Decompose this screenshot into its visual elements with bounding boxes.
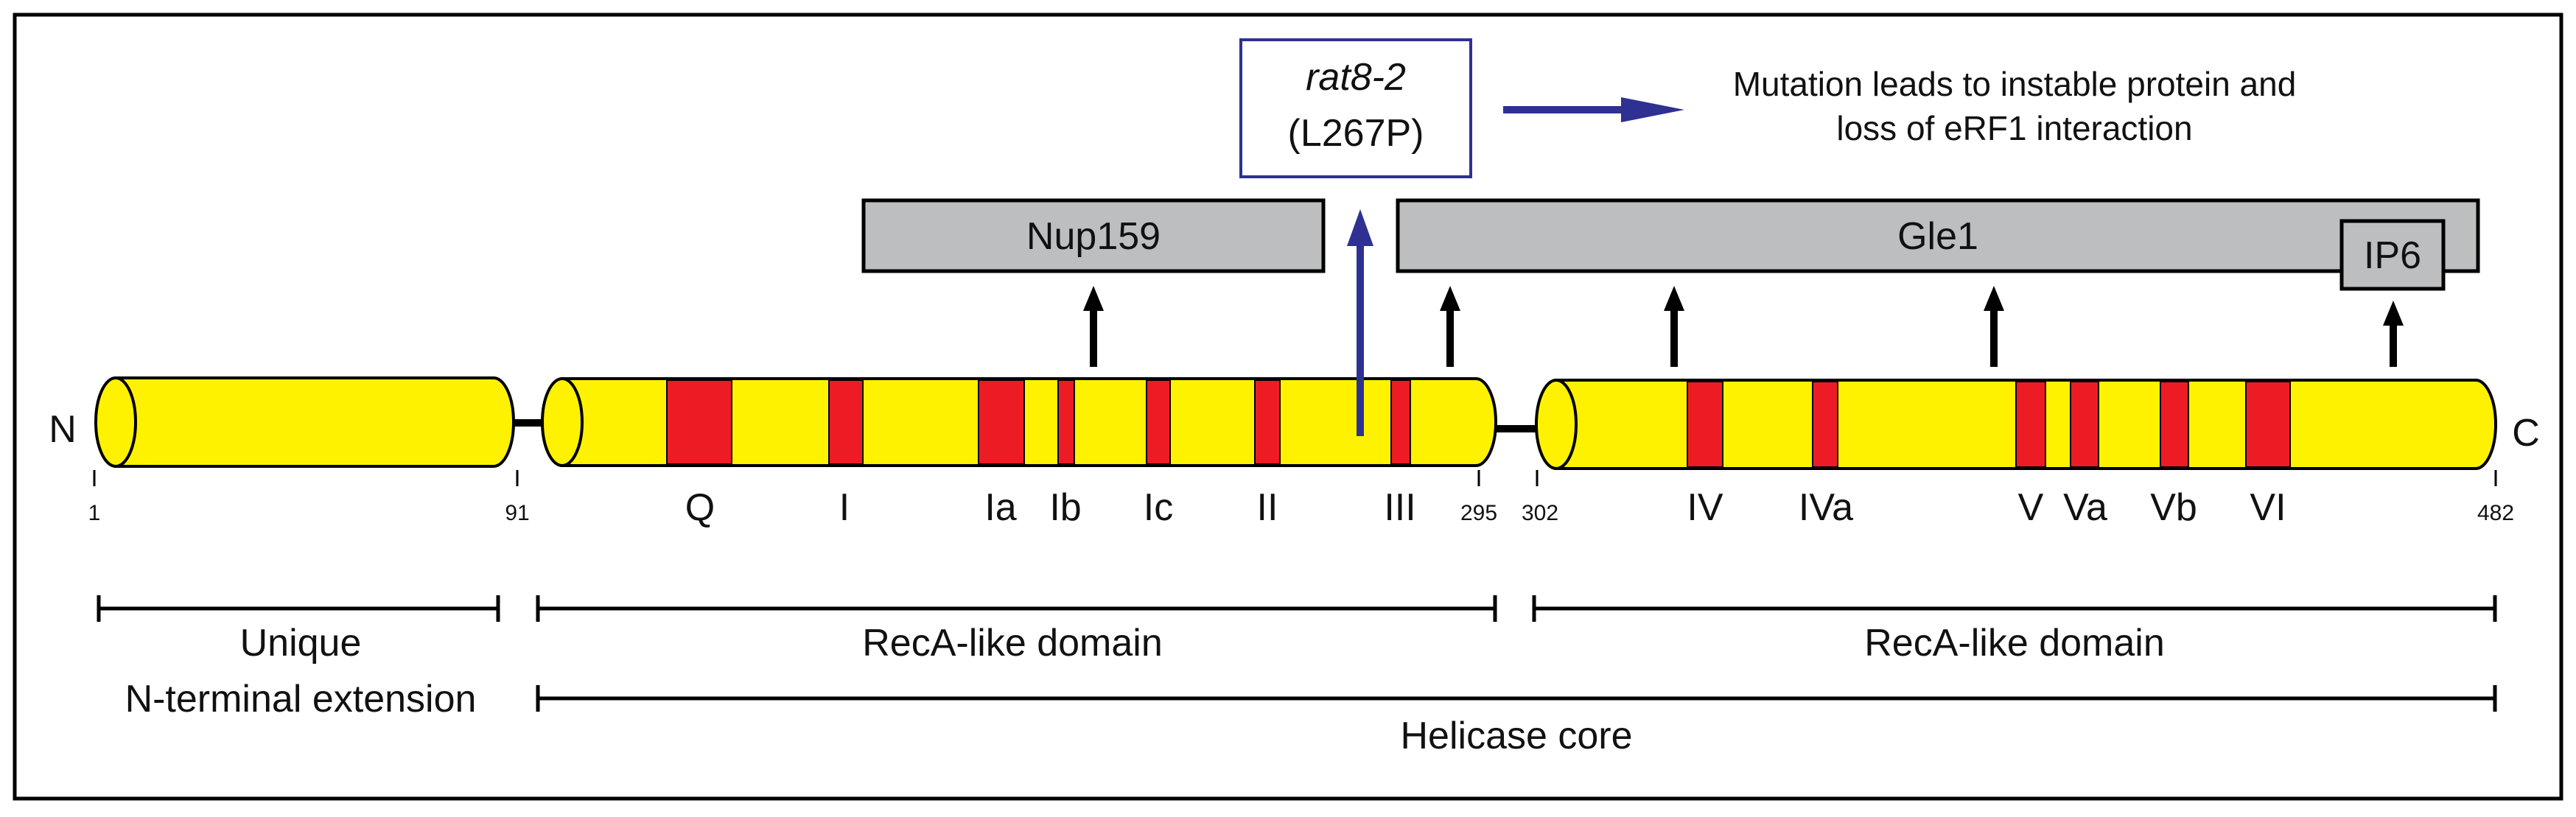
motif-iii-band [1390, 379, 1411, 465]
mutation-up-arrow-icon [1347, 209, 1373, 246]
residue-ticks [93, 470, 2497, 486]
up-arrow-icon [1984, 286, 2004, 311]
gle1-box [1396, 198, 2480, 273]
motif-q-band [666, 379, 732, 465]
nup159-label: Nup159 [1026, 215, 1161, 258]
ip6-box [2339, 219, 2446, 291]
cylinder-n-terminal [94, 376, 515, 468]
motif-va-band [2070, 381, 2099, 468]
motif-ic-band [1146, 379, 1171, 465]
residue-tick-label: 295 [1460, 501, 1497, 525]
residue-tick-label: 482 [2477, 501, 2514, 525]
motif-label: Q [685, 486, 715, 529]
up-arrow-icon [1440, 286, 1460, 311]
motif-label: VI [2250, 486, 2286, 529]
motif-ia-band [978, 379, 1025, 465]
residue-tick-label: 1 [88, 501, 101, 525]
cylinder-reca-2 [1535, 379, 2497, 470]
mutation-effect-line1: Mutation leads to instable protein and [1733, 65, 2297, 103]
motif-label: Va [2063, 486, 2107, 529]
motif-label: V [2018, 486, 2044, 529]
figure-border [13, 13, 2563, 801]
ip6-label: IP6 [2364, 234, 2421, 277]
motif-label: Ia [984, 486, 1016, 529]
motif-label: III [1384, 486, 1415, 529]
up-arrow-icon [1664, 286, 1684, 311]
gle1-label: Gle1 [1897, 215, 1978, 258]
motif-vi-band [2245, 381, 2291, 468]
interaction-arrows [1083, 286, 2404, 367]
mutation-change: (L267P) [1288, 112, 1424, 155]
motif-v-band [2015, 381, 2046, 468]
motif-label: IVa [1799, 486, 1853, 529]
mutation-name: rat8-2 [1306, 56, 1406, 99]
domain-unique-label-line2: N-terminal extension [125, 678, 477, 720]
motif-ii-band [1254, 379, 1281, 465]
domain-unique-label-line1: Unique [240, 622, 362, 665]
c-terminus-label: C [2512, 412, 2540, 455]
domain-reca-1-label: RecA-like domain [862, 622, 1163, 665]
motif-label: II [1257, 486, 1278, 529]
domain-reca-2-label: RecA-like domain [1864, 622, 2165, 665]
domain-brackets [97, 595, 2497, 712]
residue-tick-label: 302 [1522, 501, 1558, 525]
cylinder-reca-1 [541, 377, 1497, 467]
motif-iv-band [1687, 381, 1723, 468]
up-arrow-icon [2383, 301, 2404, 326]
motif-vb-band [2160, 381, 2189, 468]
motif-label: I [839, 486, 850, 529]
mutation-box [1239, 38, 1472, 178]
motif-label: Ic [1144, 486, 1173, 529]
motif-ib-band [1057, 379, 1075, 465]
motif-i-band [828, 379, 864, 465]
up-arrow-icon [1083, 286, 1104, 311]
motif-iva-band [1812, 381, 1838, 468]
nup159-box [861, 198, 1326, 273]
domain-helicase-core-label: Helicase core [1400, 715, 1632, 757]
motif-label: Vb [2150, 486, 2197, 529]
motif-label: Ib [1049, 486, 1081, 529]
mutation-effect-right-arrow-icon [1621, 97, 1684, 122]
mutation-effect-line2: loss of eRF1 interaction [1836, 109, 2192, 147]
residue-tick-label: 91 [505, 501, 529, 525]
n-terminus-label: N [49, 408, 77, 451]
motif-label: IV [1687, 486, 1723, 529]
